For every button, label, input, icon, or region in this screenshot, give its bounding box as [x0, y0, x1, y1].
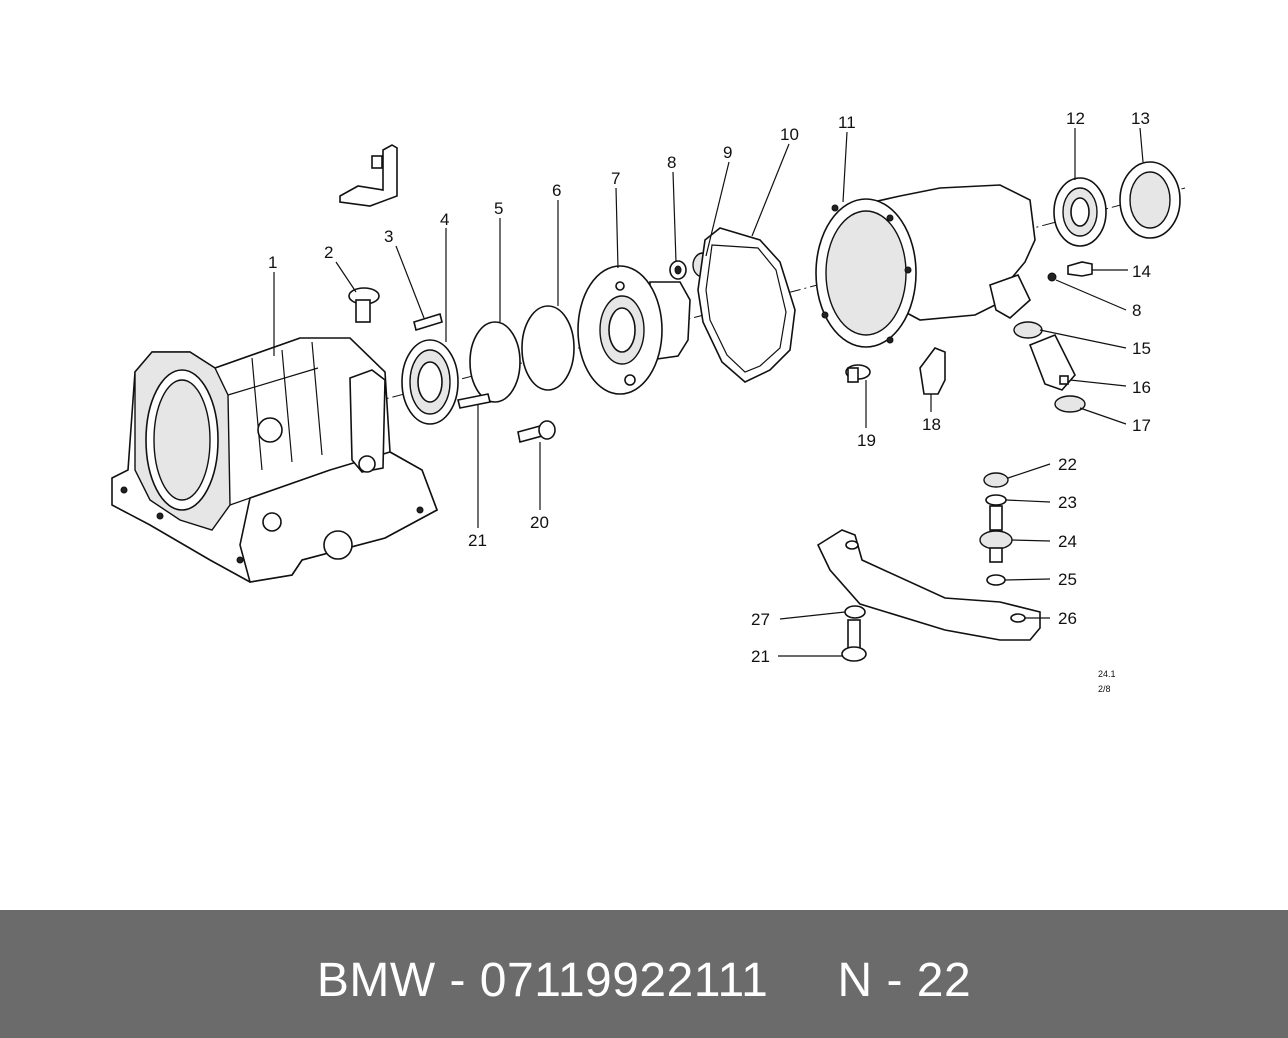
part-number-caption: BMW - 07119922111 N - 22 — [316, 953, 972, 1007]
callout-8: 8 — [667, 153, 676, 172]
hex-bolt — [517, 420, 556, 443]
clip — [919, 347, 946, 395]
output-bearing — [1053, 177, 1107, 247]
stud-21 — [457, 393, 491, 409]
bolt-19 — [845, 364, 871, 383]
washer-27 — [844, 605, 866, 619]
callout-22: 22 — [1058, 455, 1077, 474]
callout-9: 9 — [723, 143, 732, 162]
callout-7: 7 — [611, 169, 620, 188]
callout-21: 21 — [468, 531, 487, 550]
callout-8b: 8 — [1132, 301, 1141, 320]
plug-screw — [348, 287, 380, 323]
corner-note-line1: 24.1 — [1098, 669, 1116, 679]
callout-17: 17 — [1132, 416, 1151, 435]
callout-16: 16 — [1132, 378, 1151, 397]
callout-4: 4 — [440, 210, 449, 229]
bolt-21 — [841, 619, 867, 662]
callout-20: 20 — [530, 513, 549, 532]
callout-5: 5 — [494, 199, 503, 218]
callout-2: 2 — [324, 243, 333, 262]
callout-11: 11 — [838, 113, 856, 132]
callout-21b: 21 — [751, 647, 770, 666]
callout-10: 10 — [780, 125, 799, 144]
small-nut — [1047, 272, 1057, 282]
mount-bracket — [816, 529, 1041, 641]
callout-3: 3 — [384, 227, 393, 246]
flange-cover — [577, 265, 691, 395]
callout-14: 14 — [1132, 262, 1151, 281]
corner-note-line2: 2/8 — [1098, 684, 1111, 694]
callout-23: 23 — [1058, 493, 1077, 512]
callout-1: 1 — [268, 253, 277, 272]
extension-housing — [815, 184, 1036, 348]
callout-26: 26 — [1058, 609, 1077, 628]
small-bracket — [339, 144, 398, 207]
callout-18: 18 — [922, 415, 941, 434]
speedometer-pinion-sleeve — [1028, 333, 1076, 391]
callout-labels: 1 2 3 4 5 6 7 8 9 10 11 12 13 14 8 15 16… — [268, 109, 1151, 694]
ball-bearing — [401, 339, 459, 425]
callout-15: 15 — [1132, 339, 1151, 358]
speedo-bolt — [1067, 261, 1093, 277]
stud — [413, 312, 443, 332]
o-ring — [1013, 321, 1043, 339]
rubber-mount — [979, 472, 1013, 586]
callout-27: 27 — [751, 610, 770, 629]
gasket — [697, 227, 796, 383]
callout-6: 6 — [552, 181, 561, 200]
circlip-ring — [521, 305, 575, 391]
callout-25: 25 — [1058, 570, 1077, 589]
footer-bar: BMW - 07119922111 N - 22 — [0, 910, 1288, 1038]
sealing-ring — [1054, 395, 1086, 413]
leader-lines — [273, 127, 1144, 657]
snap-ring — [469, 321, 521, 403]
callout-19: 19 — [857, 431, 876, 450]
callout-13: 13 — [1131, 109, 1150, 128]
callout-12: 12 — [1066, 109, 1085, 128]
shaft-seal — [1119, 161, 1181, 239]
transmission-housing — [111, 337, 438, 583]
hex-nut — [669, 260, 687, 280]
callout-24: 24 — [1058, 532, 1077, 551]
exploded-parts-diagram: 1 2 3 4 5 6 7 8 9 10 11 12 13 14 8 15 16… — [111, 109, 1186, 694]
